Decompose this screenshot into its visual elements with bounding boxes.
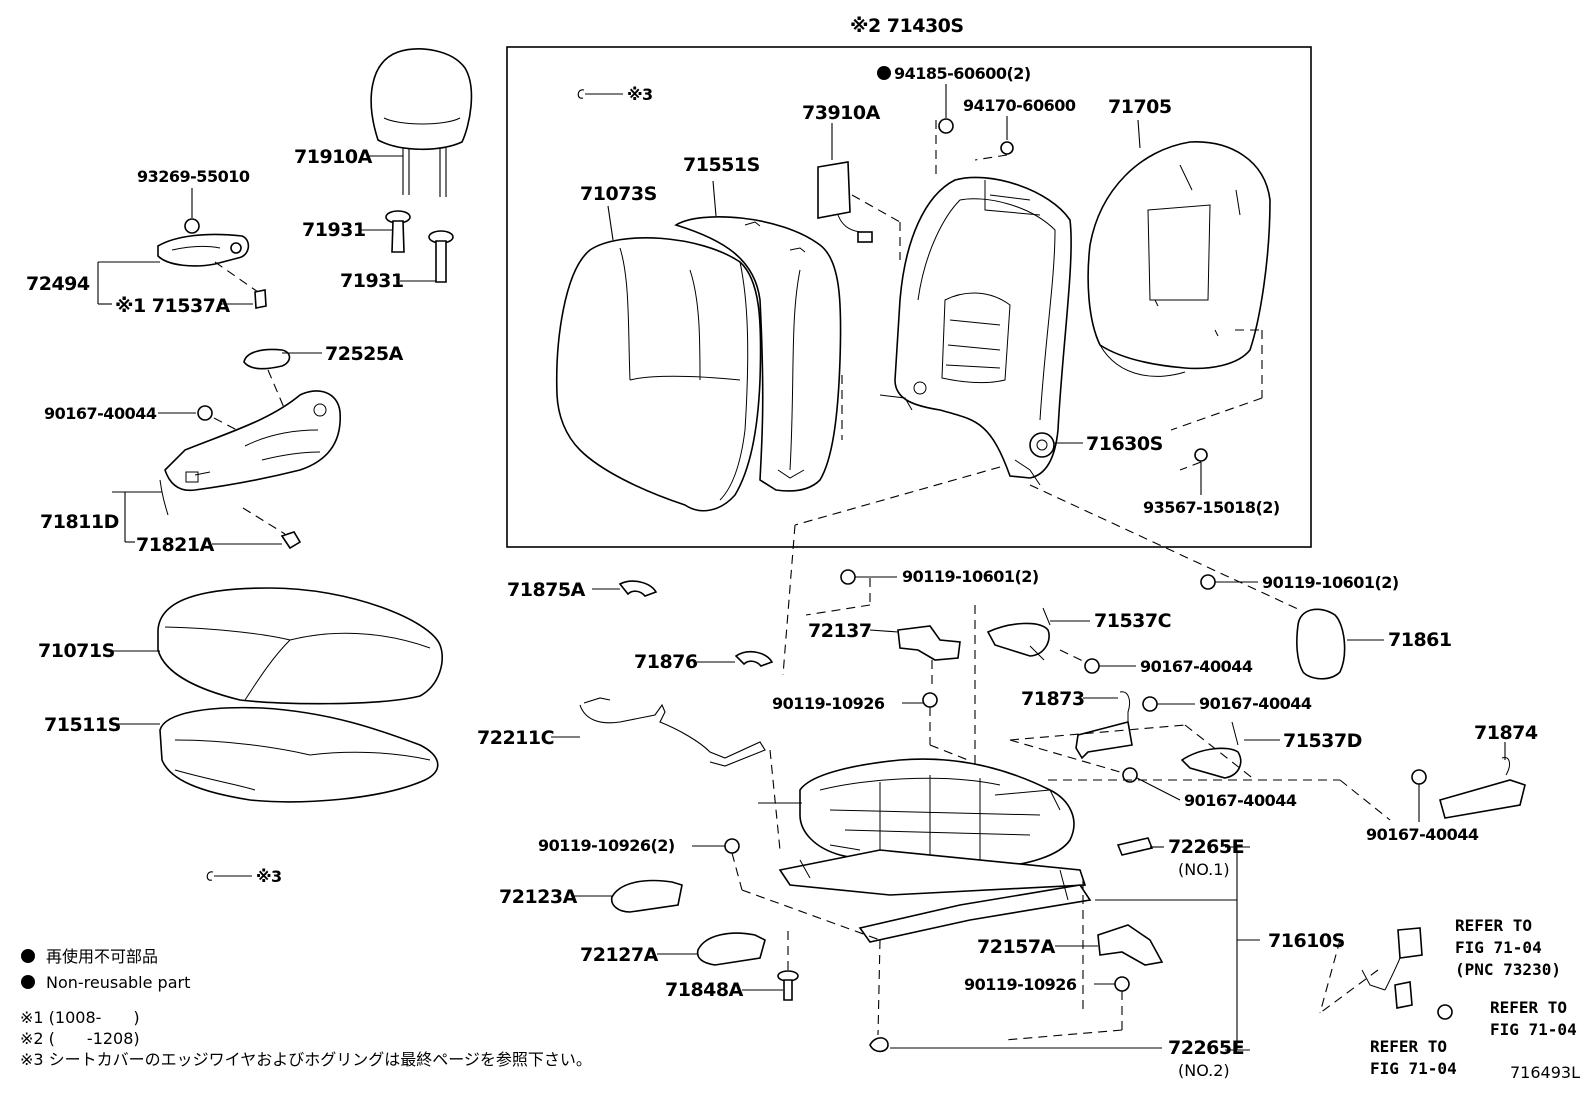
- label-94185-60600: 94185-60600(2): [894, 64, 1031, 83]
- label-71848A: 71848A: [665, 979, 744, 1001]
- cover-71537C: [986, 622, 1050, 657]
- seatback-cover-71073S: [555, 237, 762, 512]
- label-71610S: 71610S: [1268, 930, 1345, 952]
- label-71071S: 71071S: [38, 640, 115, 662]
- label-72157A: 72157A: [977, 936, 1056, 958]
- label-94170-60600: 94170-60600: [963, 96, 1076, 115]
- label-71073S: 71073S: [580, 183, 657, 205]
- label-72265E-no1: 72265E: [1168, 836, 1244, 858]
- label-72127A: 72127A: [580, 944, 659, 966]
- label-72494: 72494: [26, 273, 90, 295]
- label-72265E-no2: 72265E: [1168, 1037, 1244, 1059]
- label-71931-lower: 71931: [340, 270, 404, 292]
- seatback-frame-71630S: [879, 176, 1072, 486]
- label-refer-1a: REFER TO: [1455, 916, 1532, 935]
- label-71875A: 71875A: [507, 579, 586, 601]
- cushion-cover-71071S: [157, 587, 443, 705]
- recliner-cover-71811D: [159, 390, 341, 516]
- bracket-71874: [1439, 779, 1526, 819]
- legend-jp: 再使用不可部品: [46, 947, 158, 966]
- seatbelt-buckle: [1361, 927, 1453, 1020]
- label-72525A: 72525A: [325, 343, 404, 365]
- bracket-72137: [897, 625, 961, 661]
- label-72137: 72137: [808, 620, 872, 642]
- clip-72265E-no1: [1116, 837, 1154, 856]
- guide-71931: [385, 210, 454, 283]
- seatback-pad-71551S: [674, 216, 842, 492]
- label-71630S: 71630S: [1086, 433, 1163, 455]
- label-90167-40044-d: 90167-40044: [1366, 825, 1479, 844]
- label-72211C: 72211C: [477, 727, 554, 749]
- wire-72211C: [579, 703, 766, 767]
- label-refer-1c: (PNC 73230): [1455, 960, 1561, 979]
- cover-72123A: [610, 879, 683, 913]
- back-board-71705: [1087, 141, 1271, 377]
- label-93269-55010: 93269-55010: [137, 167, 250, 186]
- label-71537C: 71537C: [1094, 610, 1171, 632]
- label-90167-40044-b: 90167-40044: [1199, 694, 1312, 713]
- legend-dot-jp: [21, 949, 35, 963]
- clip-71875A: [618, 580, 658, 597]
- cushion-pad-71511S: [159, 706, 439, 803]
- label-73910A: 73910A: [802, 102, 881, 124]
- label-71910A: 71910A: [294, 146, 373, 168]
- label-refer-2a: REFER TO: [1490, 998, 1567, 1017]
- label-90119-10601-left: 90119-10601(2): [902, 567, 1039, 586]
- label-71861: 71861: [1388, 629, 1452, 651]
- cover-72127A: [696, 932, 766, 966]
- cover-71861: [1296, 608, 1346, 680]
- legend-dot-en: [21, 975, 35, 989]
- label-71537D: 71537D: [1283, 730, 1362, 752]
- label-90119-10926-center: 90119-10926: [772, 694, 885, 713]
- clip-72265E-no2: [869, 1037, 889, 1053]
- legend-en: Non-reusable part: [46, 973, 190, 992]
- bracket-71873: [1075, 721, 1133, 760]
- label-90167-40044-c: 90167-40044: [1184, 791, 1297, 810]
- label-71876: 71876: [634, 651, 698, 673]
- group-label: ※2 71430S: [850, 15, 964, 37]
- headrest-71910A: [370, 48, 473, 197]
- label-note3-upper: ※3: [627, 85, 653, 104]
- label-90119-10926-2: 90119-10926(2): [538, 836, 675, 855]
- clip-71876: [734, 650, 774, 667]
- label-refer-2b: FIG 71-04: [1490, 1020, 1577, 1039]
- label-71821A: 71821A: [136, 534, 215, 556]
- label-72123A: 72123A: [499, 886, 578, 908]
- seatback-group-box: [506, 46, 1312, 548]
- label-72265E-no1-sub: (NO.1): [1178, 860, 1230, 879]
- non-reusable-dot: [877, 66, 891, 80]
- label-71511S: 71511S: [44, 714, 121, 736]
- note-1: ※1 (1008- ): [20, 1008, 140, 1027]
- bracket-72157A: [1097, 924, 1164, 966]
- label-71931-upper: 71931: [302, 219, 366, 241]
- label-71537A: ※1 71537A: [115, 295, 230, 317]
- label-90119-10601-right: 90119-10601(2): [1262, 573, 1399, 592]
- label-refer-3b: FIG 71-04: [1370, 1059, 1457, 1078]
- note-2: ※2 ( -1208): [20, 1029, 140, 1048]
- label-71874: 71874: [1474, 722, 1538, 744]
- label-71873: 71873: [1021, 688, 1085, 710]
- label-90119-10926-lower: 90119-10926: [964, 975, 1077, 994]
- label-71811D: 71811D: [40, 511, 119, 533]
- label-90167-40044-left: 90167-40044: [44, 404, 157, 423]
- label-refer-1b: FIG 71-04: [1455, 938, 1542, 957]
- figure-id: 716493L: [1510, 1063, 1580, 1082]
- switch-73910A: [817, 161, 873, 243]
- label-note3-lower: ※3: [256, 867, 282, 886]
- label-72265E-no2-sub: (NO.2): [1178, 1061, 1230, 1080]
- label-71551S: 71551S: [683, 154, 760, 176]
- bracket-72494: [157, 233, 250, 267]
- seat-track-71610S: [778, 758, 1092, 943]
- note-3: ※3 シートカバーのエッジワイヤおよびホグリングは最終ページを参照下さい。: [20, 1050, 592, 1069]
- label-90167-40044-a: 90167-40044: [1140, 657, 1253, 676]
- label-71705: 71705: [1108, 96, 1172, 118]
- knob-72525A: [243, 348, 291, 370]
- label-93567-15018: 93567-15018(2): [1143, 498, 1280, 517]
- cover-71537D: [1180, 747, 1242, 779]
- label-refer-3a: REFER TO: [1370, 1037, 1447, 1056]
